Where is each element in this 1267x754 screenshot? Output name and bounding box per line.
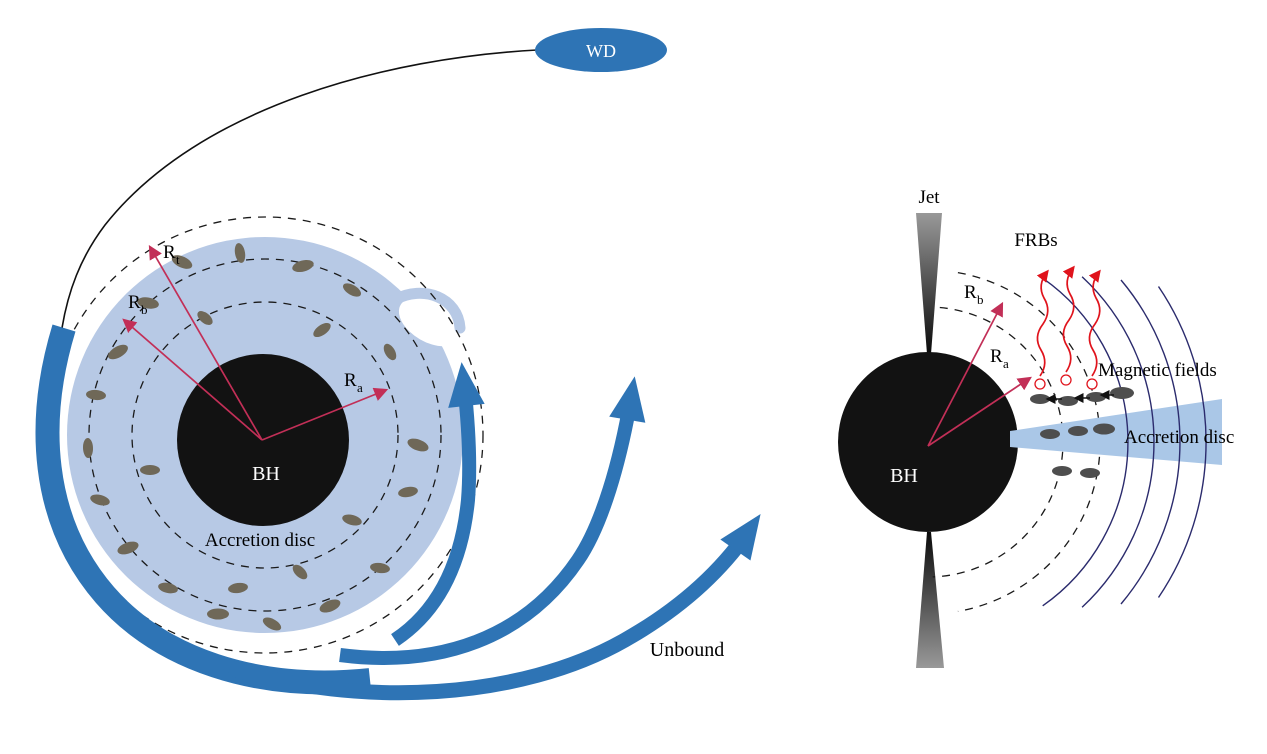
accretion-disc-label-left: Accretion disc bbox=[205, 530, 315, 551]
bh-label-left: BH bbox=[252, 463, 280, 485]
white-dwarf-ellipse bbox=[535, 28, 667, 72]
debris-blob bbox=[171, 255, 193, 269]
debris-blob bbox=[1030, 394, 1050, 404]
dashed-circle-rt bbox=[46, 216, 484, 654]
debris-blob bbox=[1093, 423, 1115, 435]
debris-blob bbox=[262, 617, 282, 631]
ra-arrow bbox=[261, 387, 389, 441]
debris-blob bbox=[383, 343, 397, 361]
debris-blob bbox=[1086, 392, 1106, 402]
debris-blob bbox=[82, 438, 94, 458]
notch-white bbox=[398, 297, 462, 347]
wd-trajectory-line bbox=[61, 49, 538, 329]
ra-label: R bbox=[344, 370, 357, 391]
ra-arrow-right bbox=[927, 376, 1032, 447]
left-panel: WD bbox=[35, 28, 761, 701]
rt-label-sub: t bbox=[176, 252, 180, 267]
wd-label: WD bbox=[586, 41, 616, 61]
disc-notch bbox=[388, 287, 466, 347]
unbound-arrow-outer bbox=[227, 513, 761, 701]
unbound-arrow-middle bbox=[339, 376, 646, 665]
bh-label-right: BH bbox=[890, 465, 918, 487]
rb-label-right-sub: b bbox=[977, 292, 984, 307]
field-line bbox=[1120, 279, 1181, 605]
unbound-label: Unbound bbox=[650, 639, 724, 661]
field-line bbox=[1081, 276, 1155, 608]
debris-blob bbox=[319, 599, 341, 613]
ra-label-right-sub: a bbox=[1003, 356, 1009, 371]
rb-label: R bbox=[128, 292, 141, 313]
plasmoids bbox=[1034, 374, 1098, 390]
black-hole-right bbox=[838, 352, 1018, 532]
accretion-disc-label-right: Accretion disc bbox=[1124, 427, 1234, 448]
outflow-arrows bbox=[35, 324, 761, 701]
ra-label-right: R bbox=[990, 346, 1003, 367]
debris-blob bbox=[370, 562, 390, 574]
debris-blob bbox=[313, 322, 331, 338]
frb-wave bbox=[1088, 269, 1101, 377]
ra-label-sub: a bbox=[357, 380, 363, 395]
rt-label: R bbox=[163, 242, 176, 263]
disc-debris bbox=[82, 243, 429, 631]
debris-blob bbox=[342, 283, 362, 297]
debris-blob bbox=[407, 438, 429, 452]
dashed-orbits bbox=[46, 216, 484, 654]
magnetic-field-lines bbox=[1042, 276, 1207, 608]
debris-blob bbox=[234, 243, 246, 263]
radius-arrows-left bbox=[122, 244, 389, 441]
debris-blob bbox=[1080, 468, 1100, 478]
debris-blob bbox=[197, 311, 213, 325]
plasmoid bbox=[1086, 378, 1098, 390]
field-line bbox=[1157, 286, 1207, 598]
debris-blob bbox=[292, 259, 314, 273]
unbound-arrow-inner bbox=[391, 362, 485, 646]
debris-blob bbox=[398, 486, 418, 498]
jet-cone-bottom bbox=[916, 532, 944, 668]
rb-label-right: R bbox=[964, 282, 977, 303]
field-line bbox=[1042, 277, 1129, 607]
dashed-arc-inner bbox=[932, 306, 1064, 578]
debris-blob bbox=[1052, 466, 1072, 476]
magnetic-fields-label: Magnetic fields bbox=[1098, 360, 1217, 381]
debris-blob bbox=[292, 564, 308, 580]
debris-blob bbox=[1068, 426, 1088, 436]
jet: Jet bbox=[916, 187, 944, 668]
debris-blob bbox=[207, 608, 229, 620]
notch-crest bbox=[388, 287, 466, 334]
debris-blob bbox=[90, 494, 110, 506]
debris-blob bbox=[108, 344, 128, 360]
accretion-disc-wedge bbox=[1010, 399, 1222, 465]
frb-arrows bbox=[1036, 265, 1101, 377]
dashed-circle-ra bbox=[131, 301, 399, 569]
debris-blob bbox=[1110, 387, 1134, 399]
debris-blob bbox=[1058, 396, 1078, 406]
plasmoid bbox=[1034, 378, 1046, 390]
rb-arrow bbox=[122, 318, 263, 441]
drift-arrows bbox=[1045, 390, 1114, 404]
radius-arrows-right bbox=[927, 301, 1032, 447]
debris-blob bbox=[86, 389, 106, 401]
dashed-circle-rb bbox=[88, 258, 442, 612]
debris-blob bbox=[140, 465, 160, 475]
debris-blob bbox=[342, 514, 362, 526]
debris-blob bbox=[158, 582, 178, 594]
white-dwarf: WD bbox=[535, 28, 667, 72]
jet-label: Jet bbox=[918, 187, 940, 208]
rb-label-sub: b bbox=[141, 302, 148, 317]
right-panel: Jet bbox=[838, 187, 1234, 668]
plasmoid bbox=[1060, 374, 1072, 386]
frb-wave bbox=[1062, 265, 1075, 373]
debris-blob bbox=[117, 541, 139, 555]
debris-blob bbox=[228, 582, 248, 594]
debris-blob bbox=[137, 297, 159, 309]
debris-blob bbox=[1040, 429, 1060, 439]
frb-wave bbox=[1036, 269, 1049, 377]
frbs-label: FRBs bbox=[1014, 230, 1057, 251]
rb-arrow-right bbox=[927, 301, 1004, 447]
rt-arrow bbox=[148, 244, 263, 441]
jet-cone-top bbox=[916, 213, 942, 354]
